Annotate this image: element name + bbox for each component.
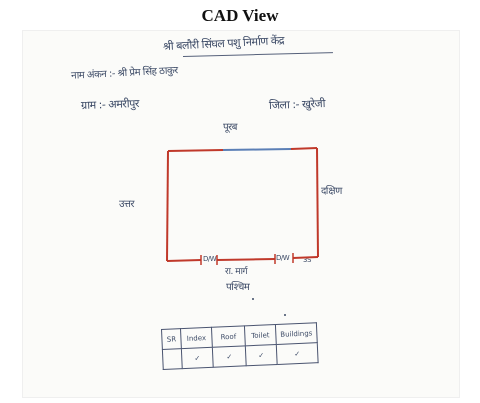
corner-mark: 3S: [303, 256, 311, 264]
plan-top-wall-left: [167, 149, 224, 152]
check-icon: ✓: [212, 345, 247, 368]
mark-dot: [252, 298, 254, 300]
table-header-cell: Toilet: [244, 324, 277, 346]
plan-bottom-wall-middle: [216, 258, 276, 261]
plan-left-wall: [166, 150, 169, 262]
mark-dot: [284, 314, 286, 316]
table-cell: [162, 348, 183, 370]
checklist-table: SR Index Roof Toilet Buildings ✓ ✓ ✓ ✓: [161, 322, 319, 370]
direction-east-label: दक्षिण: [321, 186, 342, 197]
plan-bottom-wall-left: [166, 259, 202, 262]
plan-top-wall-blue: [222, 148, 292, 151]
direction-west-label: उत्तर: [119, 199, 134, 210]
plan-bottom-wall-right: [292, 256, 319, 259]
scanned-document: श्री बलौरी सिंघल पशु निर्माण केंद्र नाम …: [22, 30, 460, 398]
road-label: रा. मार्ग: [225, 267, 248, 277]
check-icon: ✓: [276, 342, 319, 365]
door-left-label: D/W: [203, 255, 217, 263]
door-right-label: D/W: [276, 254, 290, 262]
plan-top-wall-right: [290, 147, 318, 150]
floor-plan-drawing: [166, 147, 319, 316]
table-header-cell: SR: [161, 328, 182, 350]
table-header-cell: Roof: [211, 325, 246, 348]
table-header-cell: Index: [180, 327, 213, 349]
direction-south-label: पश्चिम: [226, 282, 250, 293]
plan-right-wall: [316, 147, 319, 258]
direction-north-label: पूरब: [223, 122, 237, 133]
check-icon: ✓: [245, 344, 278, 366]
window-title: CAD View: [201, 6, 279, 25]
table-header-cell: Buildings: [275, 322, 318, 345]
check-icon: ✓: [181, 347, 214, 369]
